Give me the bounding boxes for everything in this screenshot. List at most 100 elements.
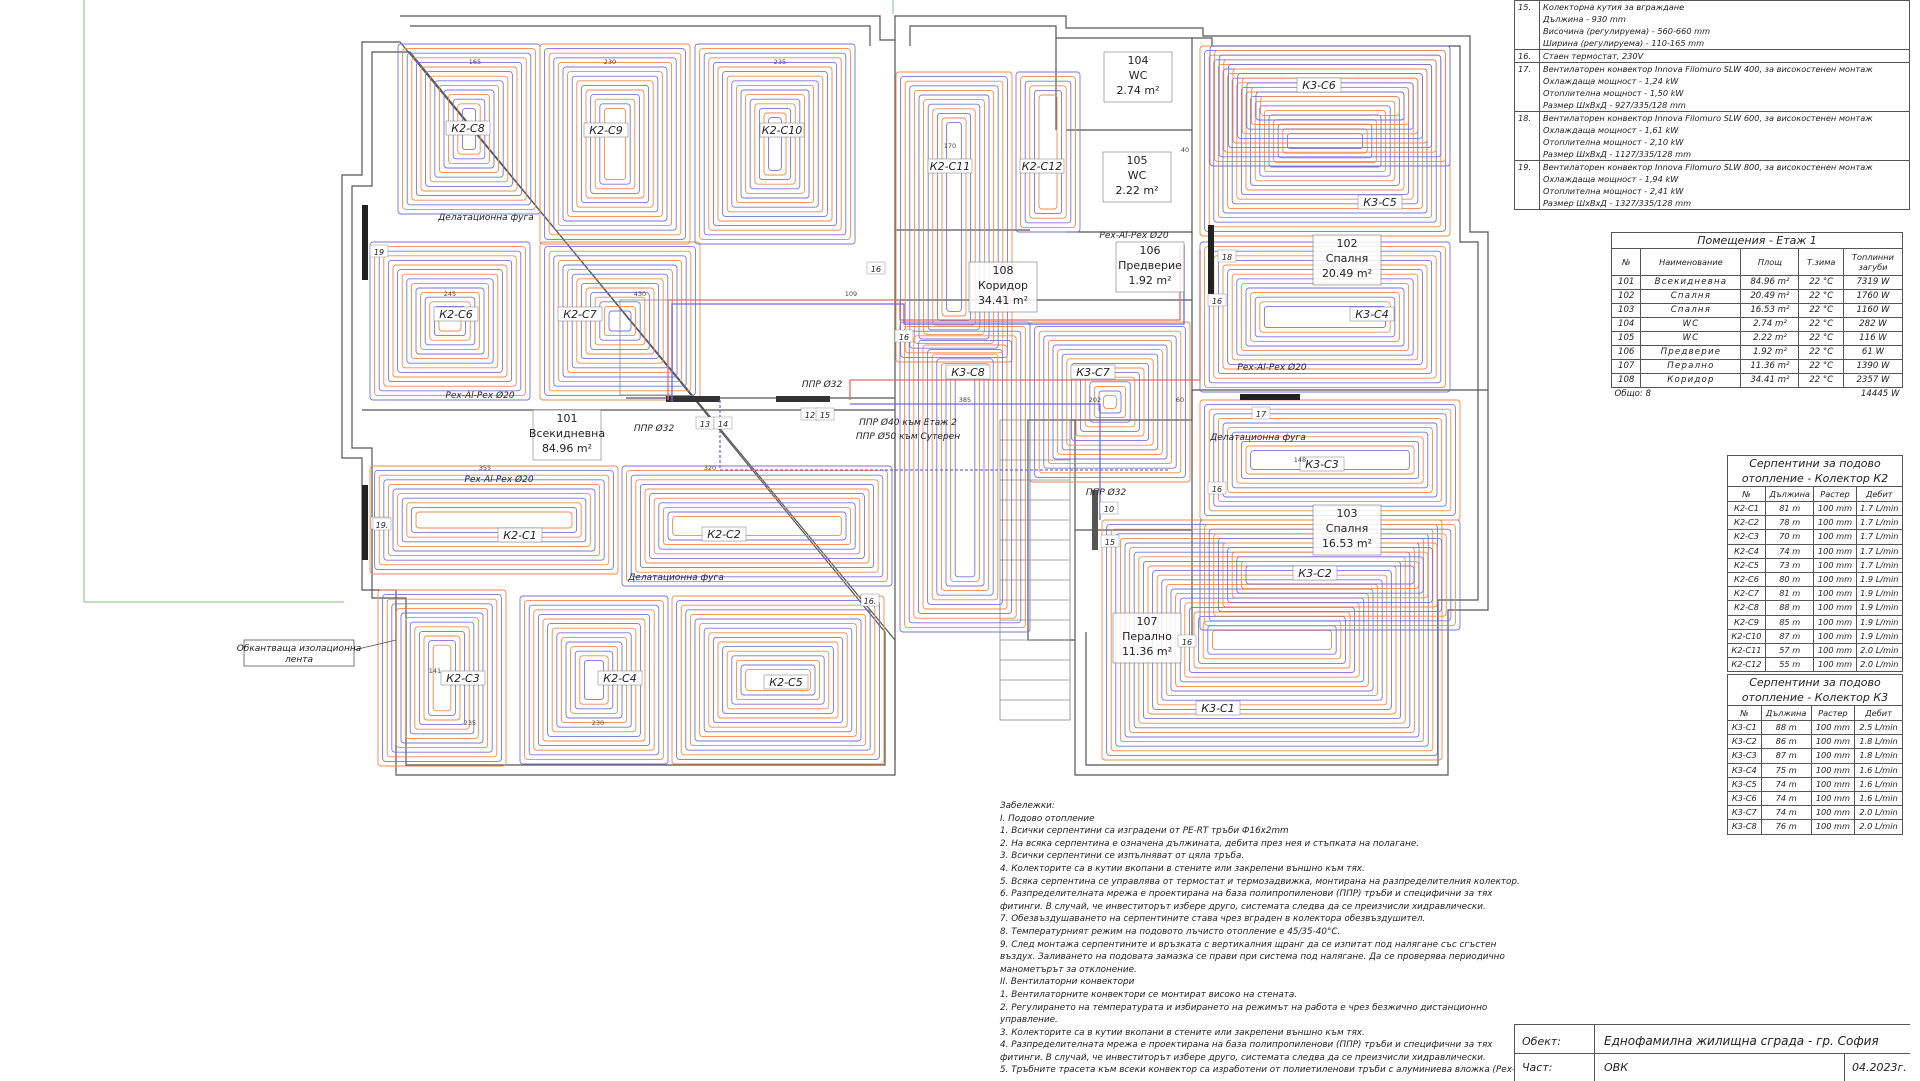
object-label: Обект: [1522, 1035, 1561, 1048]
coil-loop [671, 595, 885, 765]
table-cell: К2-С8 [1727, 600, 1766, 616]
k3-header-spacing: Растер [1810, 705, 1856, 721]
coil-loop [369, 241, 531, 401]
coil-loop [722, 71, 828, 217]
coil-loop [927, 349, 1003, 605]
coil-loop [735, 659, 821, 701]
table-cell: 2.0 L/min [1855, 657, 1904, 673]
coil-loop [415, 287, 485, 355]
spec-num: 16. [1514, 49, 1540, 63]
dimension-label: 170 [944, 142, 956, 150]
coil-loop [913, 335, 1017, 619]
collectors [362, 205, 1300, 560]
room-label-box [1112, 612, 1182, 664]
dimension-label: 385 [959, 396, 971, 404]
k2-header-length: Дължина [1764, 486, 1815, 502]
room-area: 2.22 m² [1115, 184, 1158, 197]
expansion-joint-label: Делатационна фуга [627, 573, 723, 583]
dimension-label: 165 [469, 58, 481, 66]
rooms-footer-total: 14445 W [1860, 389, 1900, 399]
mark-box [369, 244, 389, 258]
table-cell: К3-С5 [1727, 776, 1762, 792]
coil-label: К3-С5 [1357, 194, 1403, 210]
table-cell: 108 [1610, 373, 1642, 388]
coil-loop [524, 600, 664, 760]
spec-line: Охлаждаща мощност - 1,24 kW [1543, 76, 1679, 86]
coil-loop [533, 609, 655, 751]
coil-loop [626, 470, 888, 582]
table-cell: 1.9 L/min [1855, 571, 1904, 588]
table-cell: 76 m [1760, 819, 1812, 835]
table-cell: 87 m [1760, 748, 1812, 764]
room-label-box [532, 409, 602, 461]
collector-bathroom [1092, 490, 1098, 550]
table-cell: Предверие [1640, 345, 1742, 360]
coils-k3-title-line2: отопление - Колектор К3 [1741, 691, 1889, 704]
coil-loop [908, 330, 1022, 624]
coil-loop [386, 598, 498, 758]
equipment-mark: 16 [1177, 634, 1197, 648]
coil-label-text: К3-С5 [1363, 196, 1396, 209]
coil-loop [590, 94, 640, 194]
mark-text: 16 [1212, 485, 1222, 494]
note-line: 3. Всички серпентини се изпълняват от ця… [1000, 851, 1245, 862]
coil-loop [667, 511, 847, 541]
coil-spiral [671, 595, 885, 765]
coil-loop [672, 516, 842, 536]
coil-spiral [397, 43, 541, 215]
table-cell: 100 mm [1813, 614, 1857, 630]
note-line: 8. Температурният режим на подовото лъчи… [1000, 926, 1341, 937]
coil-spiral [1209, 45, 1451, 167]
table-cell: 1.7 L/min [1855, 529, 1904, 545]
coil-label-box [759, 122, 805, 138]
table-cell: 1.8 L/min [1854, 734, 1903, 750]
coil-loop [406, 278, 494, 364]
pipe-label: ППР Ø32 [634, 423, 675, 434]
mark-box [860, 593, 880, 607]
title-block: Обект: Еднофамилна жилищна сграда - гр. … [1514, 1024, 1910, 1081]
mark-text: 16 [1182, 638, 1192, 647]
equipment-mark: 13 [695, 416, 715, 430]
table-cell: 100 mm [1810, 805, 1856, 821]
room-name: WC [1128, 169, 1147, 182]
coil-label-text: К2-С3 [446, 672, 479, 685]
pipe-label: ППР Ø32 [1086, 487, 1127, 498]
coil-label-box [433, 306, 479, 322]
table-cell: 2.22 m² [1740, 331, 1800, 346]
coil-loop [917, 339, 1013, 615]
mark-box [1251, 406, 1271, 420]
coil-loop [1218, 54, 1442, 158]
coil-loop [585, 89, 645, 199]
table-cell: 84.96 m² [1740, 275, 1800, 290]
table-cell: 1.6 L/min [1854, 790, 1903, 807]
coil-loop [1227, 427, 1433, 493]
spec-line: Височина (регулируема) - 560-660 mm [1543, 26, 1711, 36]
note-line: фитинги. В случай, че инвеститорът избер… [1000, 901, 1486, 912]
equipment-mark: 10 [1099, 501, 1119, 515]
table-cell: 70 m [1764, 529, 1815, 545]
coil-loop [594, 98, 636, 190]
coil-label-text: К2-С11 [930, 160, 970, 173]
coil-loop [548, 250, 692, 392]
expansion-joint-label: Делатационна фуга [437, 213, 533, 223]
table-cell: WC [1640, 331, 1742, 346]
coil-loop [726, 75, 824, 213]
table-cell: 1760 W [1843, 289, 1903, 304]
coil-loop [1240, 86, 1410, 196]
table-cell: 1.7 L/min [1855, 557, 1904, 573]
coil-label-box [1292, 565, 1338, 581]
table-cell: WC [1640, 317, 1742, 332]
spec-text: Вентилаторен конвектор Innova Filomuro S… [1539, 111, 1910, 161]
pipe-label: Pex-Al-Pex Ø20 [445, 390, 514, 401]
coil-loop [658, 502, 856, 550]
coil-loop [438, 84, 500, 174]
coil-label: К2-С7 [557, 306, 603, 322]
coil-loop [1033, 89, 1063, 215]
